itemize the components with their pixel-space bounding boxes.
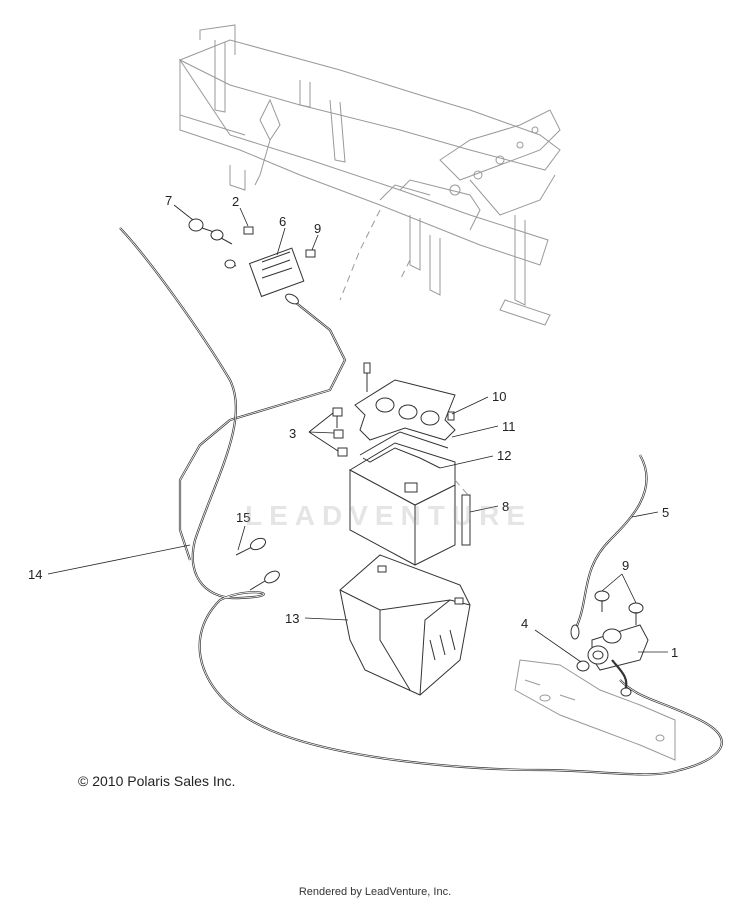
ground-lead [611,659,632,697]
callout-13: 13 [285,611,299,626]
part-5-wire [570,454,648,640]
footer-credit: Rendered by LeadVenture, Inc. [298,886,452,898]
leader-lines [47,204,668,663]
part-9-bolt-upper [305,249,316,258]
watermark-text: LEADVENTURE [245,500,533,531]
part-4-nut [576,660,590,672]
solenoid-mounting-bracket [514,659,676,761]
part-6-fuse-block [248,247,305,298]
callout-5: 5 [662,505,669,520]
part-7-terminal-cap [188,218,233,245]
callout-1: 1 [671,645,678,660]
part-12-battery [348,431,456,566]
callout-labels: 7 2 6 9 3 10 11 12 8 5 9 4 1 13 14 15 [28,193,678,660]
part-8-vent-tube [454,479,471,546]
callout-7: 7 [165,193,172,208]
callout-8: 8 [502,499,509,514]
callout-10: 10 [492,389,506,404]
part-1-starter-solenoid [587,624,649,671]
callout-4: 4 [521,616,528,631]
callout-3: 3 [289,426,296,441]
callout-11: 11 [502,419,516,434]
callout-2: 2 [232,194,239,209]
callout-9-lower: 9 [622,558,629,573]
callout-6: 6 [279,214,286,229]
callout-15: 15 [236,510,250,525]
callout-9-upper: 9 [314,221,321,236]
part-10-hold-down-bracket [354,362,456,441]
copyright-text: © 2010 Polaris Sales Inc. [78,773,236,789]
part-3-terminal-hardware [332,407,348,457]
part-15-cable-terminal [235,537,280,591]
callout-14: 14 [28,567,42,582]
part-2-bolt [224,226,254,269]
part-13-battery-box [339,554,471,696]
vehicle-frame [178,24,561,326]
callout-12: 12 [497,448,511,463]
part-9-bolts-lower [594,590,644,625]
